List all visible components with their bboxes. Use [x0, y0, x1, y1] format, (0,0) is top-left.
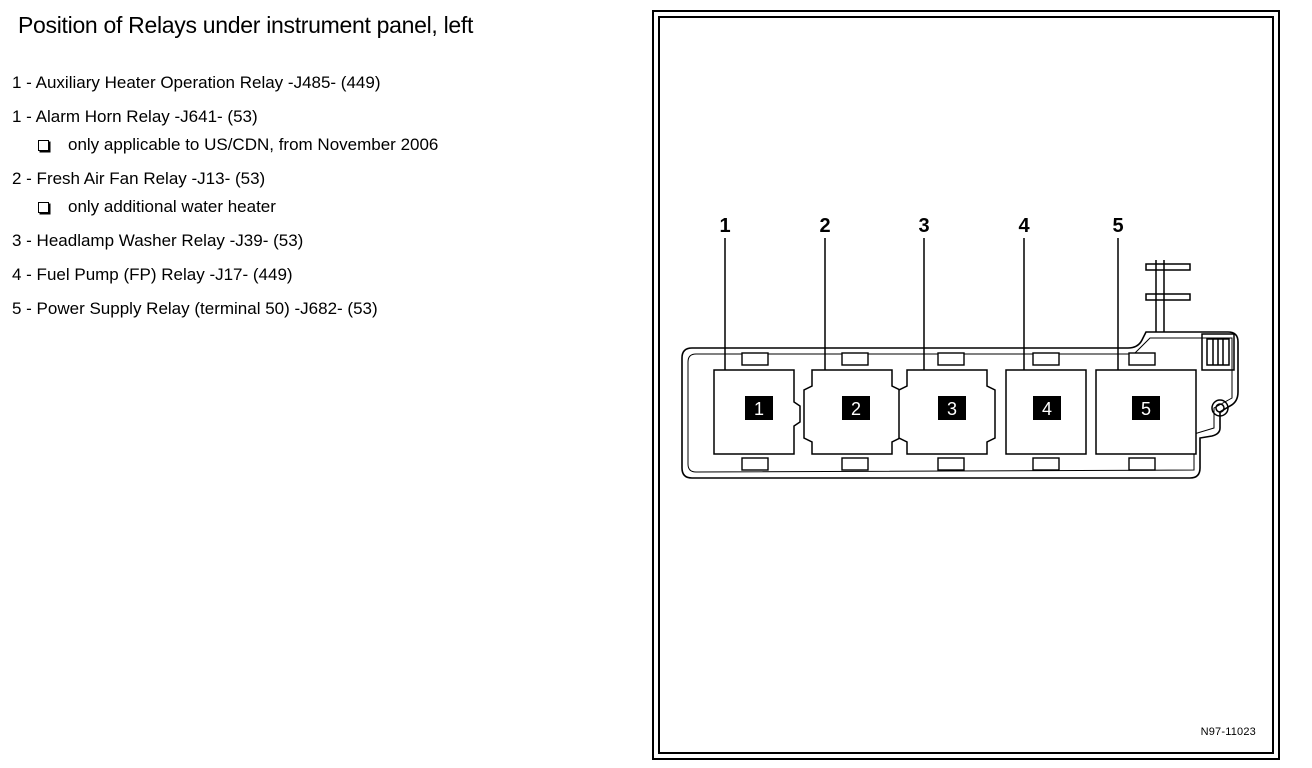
slot-clip — [1128, 457, 1156, 471]
list-item: 2 - Fresh Air Fan Relay -J13- (53) — [12, 168, 632, 190]
slot-number: 5 — [1141, 399, 1151, 419]
slot-clips — [741, 352, 1156, 471]
side-connector — [1201, 333, 1235, 417]
relay-label: 1 - Auxiliary Heater Operation Relay -J4… — [12, 73, 381, 92]
checkbox-bullet-icon — [38, 201, 49, 213]
slot-badge — [1033, 396, 1061, 420]
relay-note: only applicable to US/CDN, from November… — [12, 134, 632, 156]
list-item: 4 - Fuel Pump (FP) Relay -J17- (449) — [12, 264, 632, 286]
slot-number-labels: 1 2 3 4 5 — [754, 399, 1151, 419]
slot-badges — [745, 396, 1160, 420]
relay-note: only additional water heater — [12, 196, 632, 218]
slot-badge — [938, 396, 966, 420]
mounting-hole-inner-icon — [1215, 403, 1225, 413]
slot-clip — [1032, 352, 1060, 366]
slot-number: 1 — [754, 399, 764, 419]
relay-label: 3 - Headlamp Washer Relay -J39- (53) — [12, 231, 304, 250]
list-item: 1 - Alarm Horn Relay -J641- (53) — [12, 106, 632, 128]
relay-panel-diagram: 1 2 3 4 5 — [652, 10, 1280, 760]
slot-number: 2 — [851, 399, 861, 419]
callout-label: 3 — [918, 215, 929, 237]
slot-badge — [842, 396, 870, 420]
callout-label: 2 — [819, 215, 830, 237]
slot-clip — [1032, 457, 1060, 471]
slot-number: 4 — [1042, 399, 1052, 419]
outer-frame — [652, 10, 1280, 760]
slot-clip — [937, 457, 965, 471]
connector-tab — [1145, 293, 1191, 301]
relay-note-text: only additional water heater — [68, 197, 276, 216]
relay-label: 4 - Fuel Pump (FP) Relay -J17- (449) — [12, 265, 293, 284]
slot-clip — [741, 352, 769, 366]
list-item: 5 - Power Supply Relay (terminal 50) -J6… — [12, 298, 632, 320]
checkbox-bullet-icon — [38, 139, 49, 151]
inner-frame — [658, 16, 1274, 754]
slot-clip — [937, 352, 965, 366]
relay-slots: 1 2 3 4 5 — [713, 352, 1197, 471]
relay-label: 2 - Fresh Air Fan Relay -J13- (53) — [12, 169, 266, 188]
relay-label: 1 - Alarm Horn Relay -J641- (53) — [12, 107, 258, 126]
relay-panel-figure: 1 2 3 4 5 — [652, 10, 1280, 760]
slot-number: 3 — [947, 399, 957, 419]
slot-clip — [1128, 352, 1156, 366]
side-connector-body — [1201, 333, 1235, 371]
figure-id: N97-11023 — [1200, 726, 1256, 738]
callout-label: 4 — [1018, 215, 1030, 237]
callout-leaders — [724, 238, 1119, 392]
top-connector — [1145, 260, 1191, 332]
slot-badge — [745, 396, 773, 420]
slot-badge — [1132, 396, 1160, 420]
relay-carrier — [681, 331, 1239, 479]
carrier-outline — [681, 331, 1239, 479]
list-item: 3 - Headlamp Washer Relay -J39- (53) — [12, 230, 632, 252]
slot-clip — [741, 457, 769, 471]
carrier-inner-outline — [687, 337, 1233, 473]
page-title: Position of Relays under instrument pane… — [18, 12, 474, 38]
connector-tab — [1145, 263, 1191, 271]
relay-list: 1 - Auxiliary Heater Operation Relay -J4… — [12, 72, 632, 320]
relay-label: 5 - Power Supply Relay (terminal 50) -J6… — [12, 299, 378, 318]
slot-clip — [841, 457, 869, 471]
relay-note-text: only applicable to US/CDN, from November… — [68, 135, 439, 154]
mounting-hole-icon — [1211, 399, 1229, 417]
callout-label: 5 — [1112, 215, 1123, 237]
list-item: 1 - Auxiliary Heater Operation Relay -J4… — [12, 72, 632, 94]
callout-label: 1 — [719, 215, 730, 237]
slot-clip — [841, 352, 869, 366]
